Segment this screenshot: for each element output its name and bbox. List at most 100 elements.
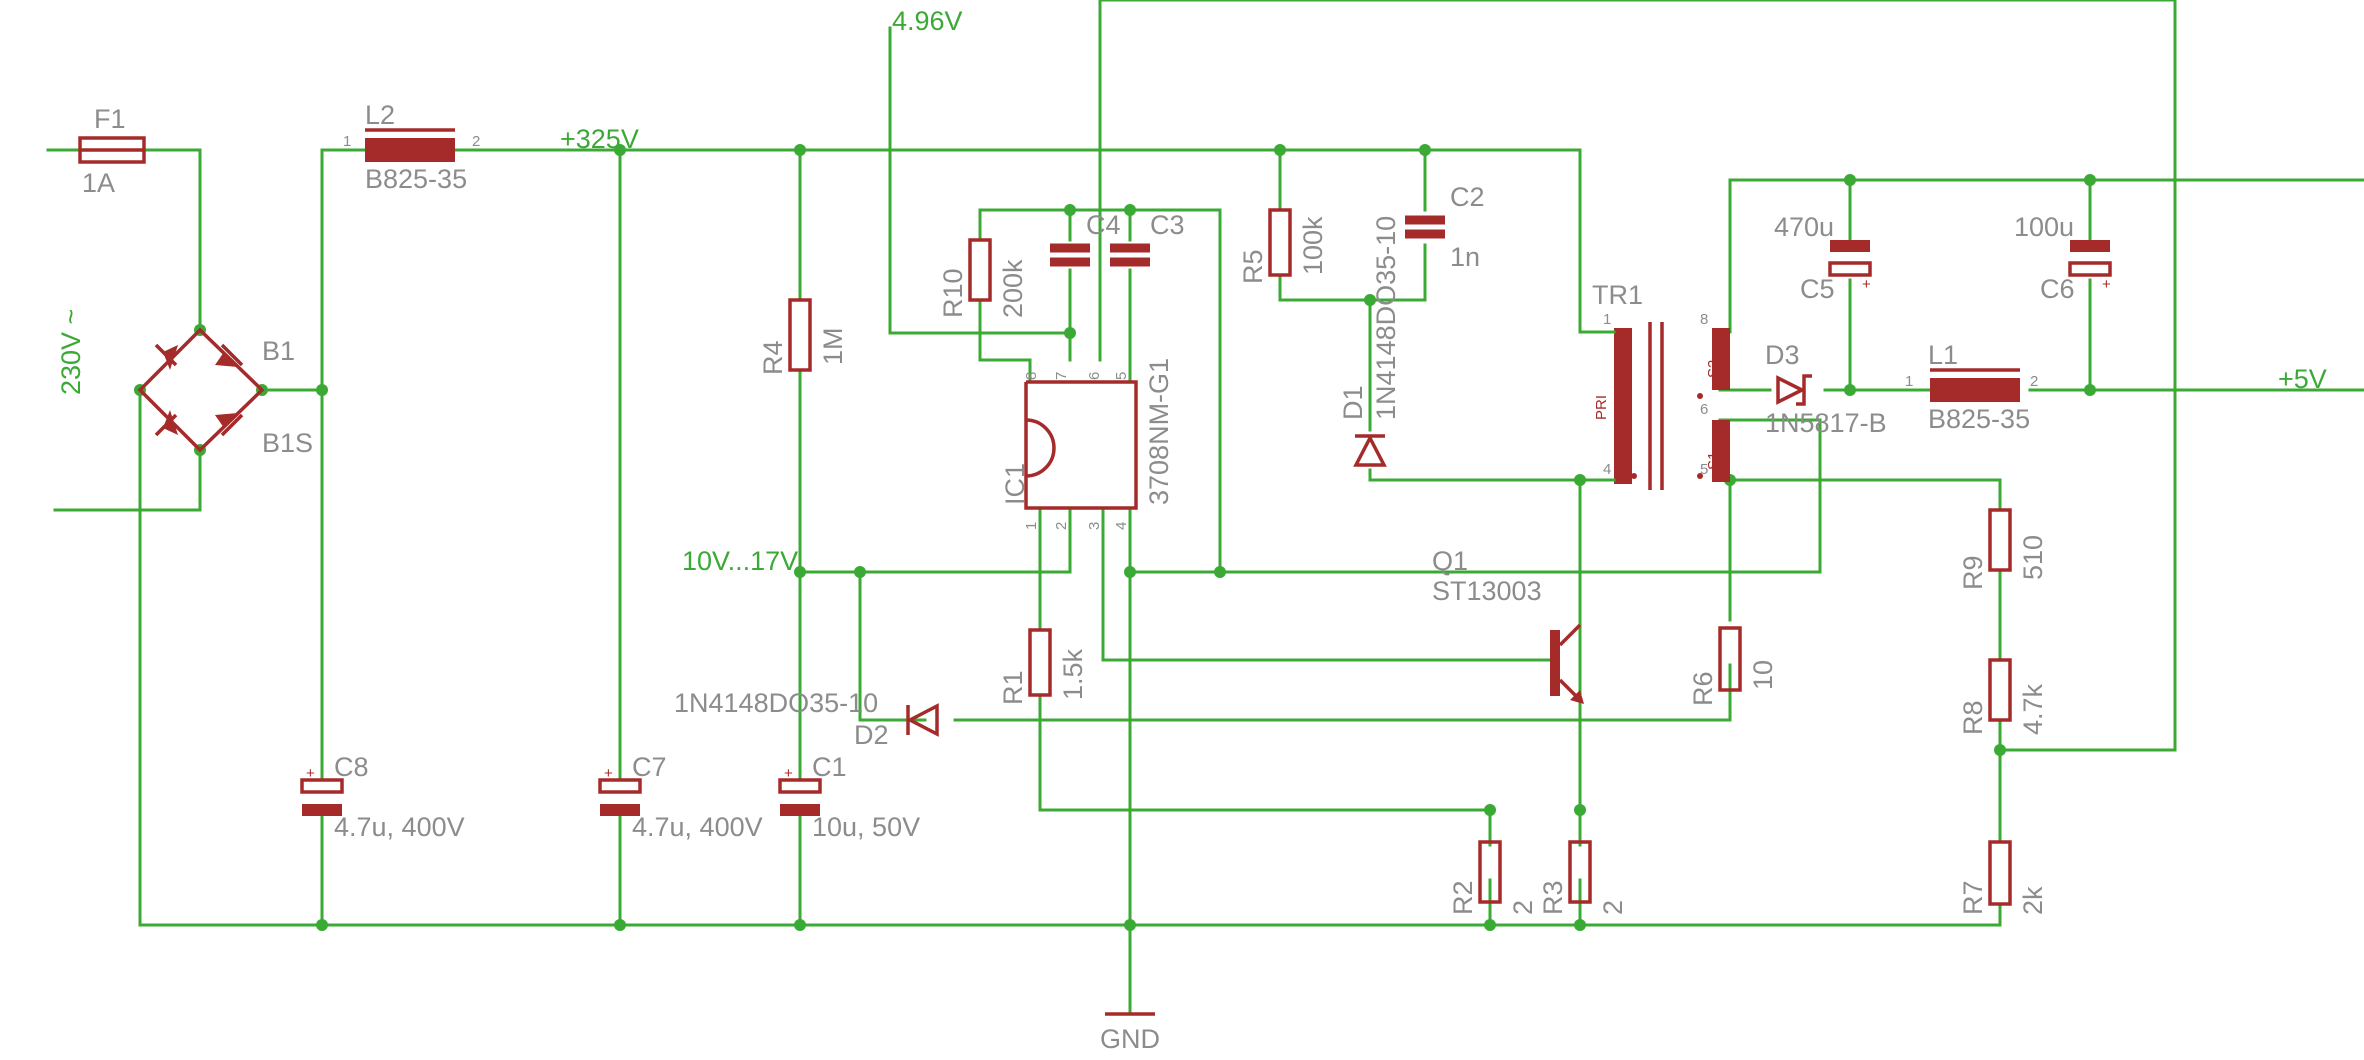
svg-text:4: 4: [1603, 461, 1611, 478]
net-label-5v: +5V: [2278, 364, 2327, 394]
r7-value: 2k: [2018, 886, 2048, 915]
r3-name: R3: [1538, 880, 1568, 915]
svg-text:6: 6: [1086, 372, 1103, 380]
svg-text:+: +: [604, 765, 613, 782]
r5-value: 100k: [1298, 216, 1328, 275]
diode-d2: D2 1N4148DO35-10: [674, 688, 939, 750]
d1-name: D1: [1338, 385, 1368, 420]
net-label-230v: 230V ~: [56, 309, 86, 395]
tr1-s2: S2: [1705, 360, 1722, 378]
net-label-496v: 4.96V: [892, 6, 963, 36]
c7-name: C7: [632, 752, 667, 782]
d2-name: D2: [854, 720, 889, 750]
c2-name: C2: [1450, 182, 1485, 212]
c1-value: 10u, 50V: [812, 812, 920, 842]
l2-pin1: 1: [343, 133, 351, 150]
transformer-tr1: TR1 PRI S2 S1 1 8 6 4 5: [1592, 280, 1730, 490]
net-label-325v: +325V: [560, 124, 639, 154]
diode-d3: D3 1N5817-B: [1765, 340, 1887, 438]
svg-text:+: +: [306, 765, 315, 782]
r8-value: 4.7k: [2018, 683, 2048, 735]
r2-name: R2: [1448, 880, 1478, 915]
r7-name: R7: [1958, 880, 1988, 915]
q1-name: Q1: [1432, 546, 1468, 576]
resistor-r9: R9 510: [1958, 508, 2048, 590]
b1-name: B1: [262, 336, 295, 366]
r6-value: 10: [1748, 660, 1778, 690]
bridge-rectifier-b1: B1 B1S: [137, 327, 313, 458]
d3-name: D3: [1765, 340, 1800, 370]
d3-value: 1N5817-B: [1765, 408, 1887, 438]
svg-text:+: +: [1862, 276, 1871, 293]
capacitor-c5: + C5 470u: [1774, 212, 1872, 304]
fuse-f1: F1 1A: [78, 104, 146, 198]
capacitor-c6: + C6 100u: [2014, 212, 2112, 304]
c4-name: C4: [1086, 210, 1121, 240]
c7-value: 4.7u, 400V: [632, 812, 763, 842]
ic1-name: IC1: [1000, 463, 1030, 505]
l2-pin2: 2: [472, 133, 480, 150]
resistor-r5: R5 100k: [1238, 208, 1328, 284]
ic-ic1: IC1 3708NM-G1 1 2 3 4 8 7 6 5: [1000, 358, 1174, 530]
tr1-s1: S1: [1705, 452, 1722, 470]
r9-name: R9: [1958, 555, 1988, 590]
l1-pin1: 1: [1905, 373, 1913, 390]
svg-text:+: +: [2102, 276, 2111, 293]
l2-name: L2: [365, 100, 395, 130]
r9-value: 510: [2018, 535, 2048, 580]
net-label-gnd: GND: [1100, 1024, 1160, 1054]
resistor-r2: R2 2: [1448, 840, 1538, 915]
r4-name: R4: [758, 340, 788, 375]
r2-value: 2: [1508, 900, 1538, 915]
inductor-l1: L1 B825-35 1 2: [1905, 340, 2038, 434]
resistor-r8: R8 4.7k: [1958, 658, 2048, 735]
r6-name: R6: [1688, 671, 1718, 706]
c6-name: C6: [2040, 274, 2075, 304]
capacitor-c4: C4: [1050, 210, 1121, 267]
svg-text:2: 2: [1053, 522, 1070, 530]
l1-name: L1: [1928, 340, 1958, 370]
r1-value: 1.5k: [1058, 648, 1088, 700]
svg-text:5: 5: [1113, 372, 1130, 380]
r10-name: R10: [938, 268, 968, 318]
resistor-r6: R6 10: [1688, 626, 1778, 706]
r4-value: 1M: [818, 327, 848, 365]
c8-value: 4.7u, 400V: [334, 812, 465, 842]
ic1-value: 3708NM-G1: [1144, 358, 1174, 505]
c5-value: 470u: [1774, 212, 1834, 242]
svg-text:1: 1: [1603, 311, 1611, 328]
resistor-r3: R3 2: [1538, 840, 1628, 915]
r5-name: R5: [1238, 249, 1268, 284]
r8-name: R8: [1958, 700, 1988, 735]
svg-text:1: 1: [1023, 522, 1040, 530]
svg-text:5: 5: [1700, 461, 1708, 478]
tr1-pri: PRI: [1593, 395, 1610, 420]
inductor-l2: L2 B825-35 1 2: [328, 100, 480, 194]
c5-name: C5: [1800, 274, 1835, 304]
l1-pin2: 2: [2030, 373, 2038, 390]
f1-name: F1: [94, 104, 126, 134]
svg-text:4: 4: [1113, 522, 1130, 530]
c8-name: C8: [334, 752, 369, 782]
tr1-name: TR1: [1592, 280, 1643, 310]
c1-name: C1: [812, 752, 847, 782]
l2-value: B825-35: [365, 164, 467, 194]
capacitor-c2: C2 1n: [1405, 182, 1485, 272]
transistor-q1: Q1 ST13003: [1432, 546, 1584, 704]
c6-value: 100u: [2014, 212, 2074, 242]
svg-text:6: 6: [1700, 401, 1708, 418]
f1-value: 1A: [82, 168, 115, 198]
capacitor-c1: + C1 10u, 50V: [778, 752, 920, 842]
resistor-r1: R1 1.5k: [998, 628, 1088, 705]
resistor-r4: R4 1M: [758, 298, 848, 375]
d1-value: 1N4148DO35-10: [1371, 216, 1401, 420]
q1-value: ST13003: [1432, 576, 1542, 606]
svg-text:7: 7: [1053, 372, 1070, 380]
r10-value: 200k: [998, 259, 1028, 318]
r1-name: R1: [998, 670, 1028, 705]
svg-text:+: +: [784, 765, 793, 782]
diode-d1: D1 1N4148DO35-10: [1338, 216, 1401, 467]
d2-value: 1N4148DO35-10: [674, 688, 878, 718]
capacitor-c8: + C8 4.7u, 400V: [300, 752, 465, 842]
